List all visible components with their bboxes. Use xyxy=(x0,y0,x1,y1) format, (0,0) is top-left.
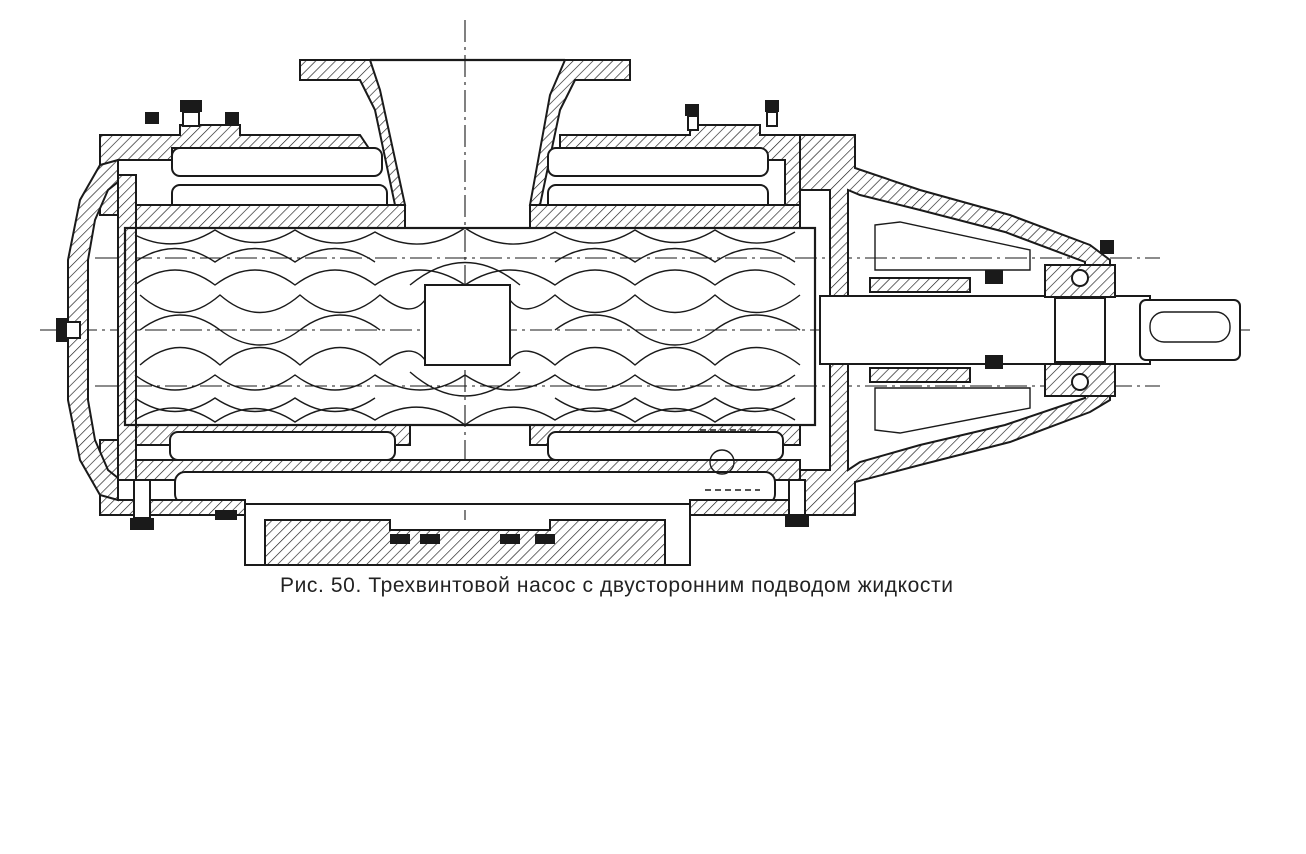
pump-casing xyxy=(99,124,801,566)
screw-rotors xyxy=(123,226,817,427)
drive-shaft xyxy=(819,264,1241,397)
bolts xyxy=(130,100,1114,544)
left-end-cover xyxy=(56,158,137,502)
pump-cross-section-drawing xyxy=(40,20,1250,566)
right-bearing-housing xyxy=(799,134,1111,516)
relief-valve-detail xyxy=(700,429,760,491)
figure-caption: Рис. 50. Трехвинтовой насос с двусторонн… xyxy=(280,574,954,597)
